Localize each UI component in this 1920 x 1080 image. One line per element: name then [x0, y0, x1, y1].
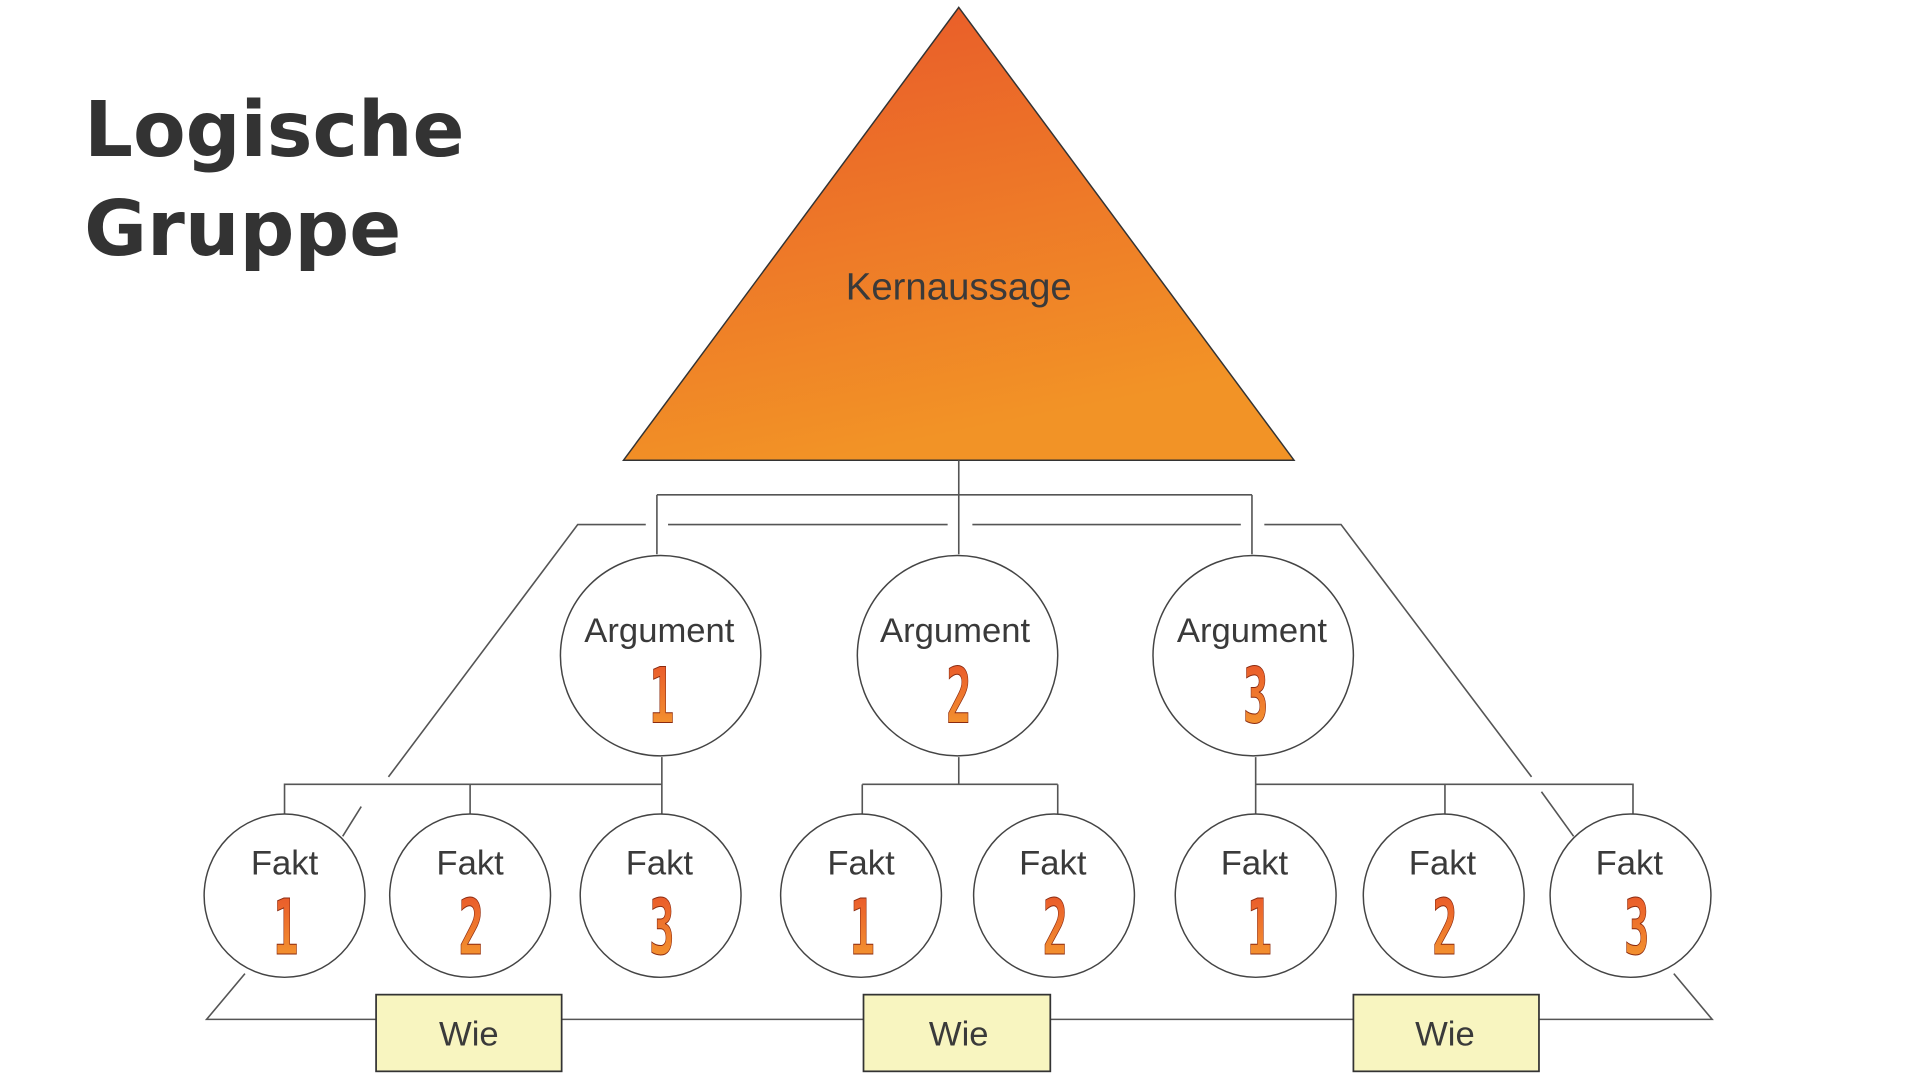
- argument-label: Argument: [880, 612, 1030, 650]
- argument-number: 2: [946, 652, 971, 741]
- connector-lines: [204, 460, 1714, 1021]
- fact-number: 3: [1624, 883, 1649, 972]
- fact-circle: [972, 813, 1136, 979]
- argument-number: 1: [649, 652, 674, 741]
- fact-number: 1: [273, 883, 298, 972]
- fact-number: 1: [1247, 883, 1272, 972]
- argument-1: Argument 1: [559, 554, 762, 757]
- fact-circle: [1549, 813, 1712, 979]
- argument-label: Argument: [584, 612, 734, 650]
- fact-label: Fakt: [1409, 845, 1477, 883]
- core-label: Kernaussage: [846, 265, 1072, 308]
- argument-2: Argument 2: [856, 554, 1059, 757]
- argument-circle: [1152, 554, 1355, 757]
- fact-number: 3: [649, 883, 674, 972]
- how-box-3: Wie: [1352, 993, 1540, 1073]
- fact-number: 2: [459, 883, 484, 972]
- fact-label: Fakt: [626, 845, 694, 883]
- fact-label: Fakt: [1221, 845, 1289, 883]
- fact-circle: [388, 813, 552, 979]
- fact-label: Fakt: [1596, 845, 1664, 883]
- how-label: Wie: [929, 1015, 989, 1053]
- argument-label: Argument: [1177, 612, 1327, 650]
- fact-circle: [779, 813, 943, 979]
- how-box-1: Wie: [375, 993, 563, 1073]
- fact-label: Fakt: [1019, 845, 1087, 883]
- title-line-1: Logische: [84, 86, 464, 175]
- how-label: Wie: [439, 1015, 499, 1053]
- argument-circle: [559, 554, 762, 757]
- fact-circle: [579, 813, 742, 979]
- fact-number: 1: [850, 883, 875, 972]
- fact-circle: [203, 813, 366, 979]
- fact-label: Fakt: [436, 845, 504, 883]
- how-box-2: Wie: [862, 993, 1052, 1073]
- argument-circle: [856, 554, 1059, 757]
- core-triangle: [622, 6, 1296, 461]
- fact-number: 2: [1043, 883, 1068, 972]
- argument-number: 3: [1243, 652, 1268, 741]
- fact-label: Fakt: [251, 845, 319, 883]
- argument-3: Argument 3: [1152, 554, 1355, 757]
- title-line-2: Gruppe: [84, 185, 401, 274]
- fact-circle: [1362, 813, 1525, 979]
- fact-circle: [1174, 813, 1337, 979]
- how-label: Wie: [1415, 1015, 1475, 1053]
- fact-number: 2: [1432, 883, 1457, 972]
- fact-label: Fakt: [827, 845, 895, 883]
